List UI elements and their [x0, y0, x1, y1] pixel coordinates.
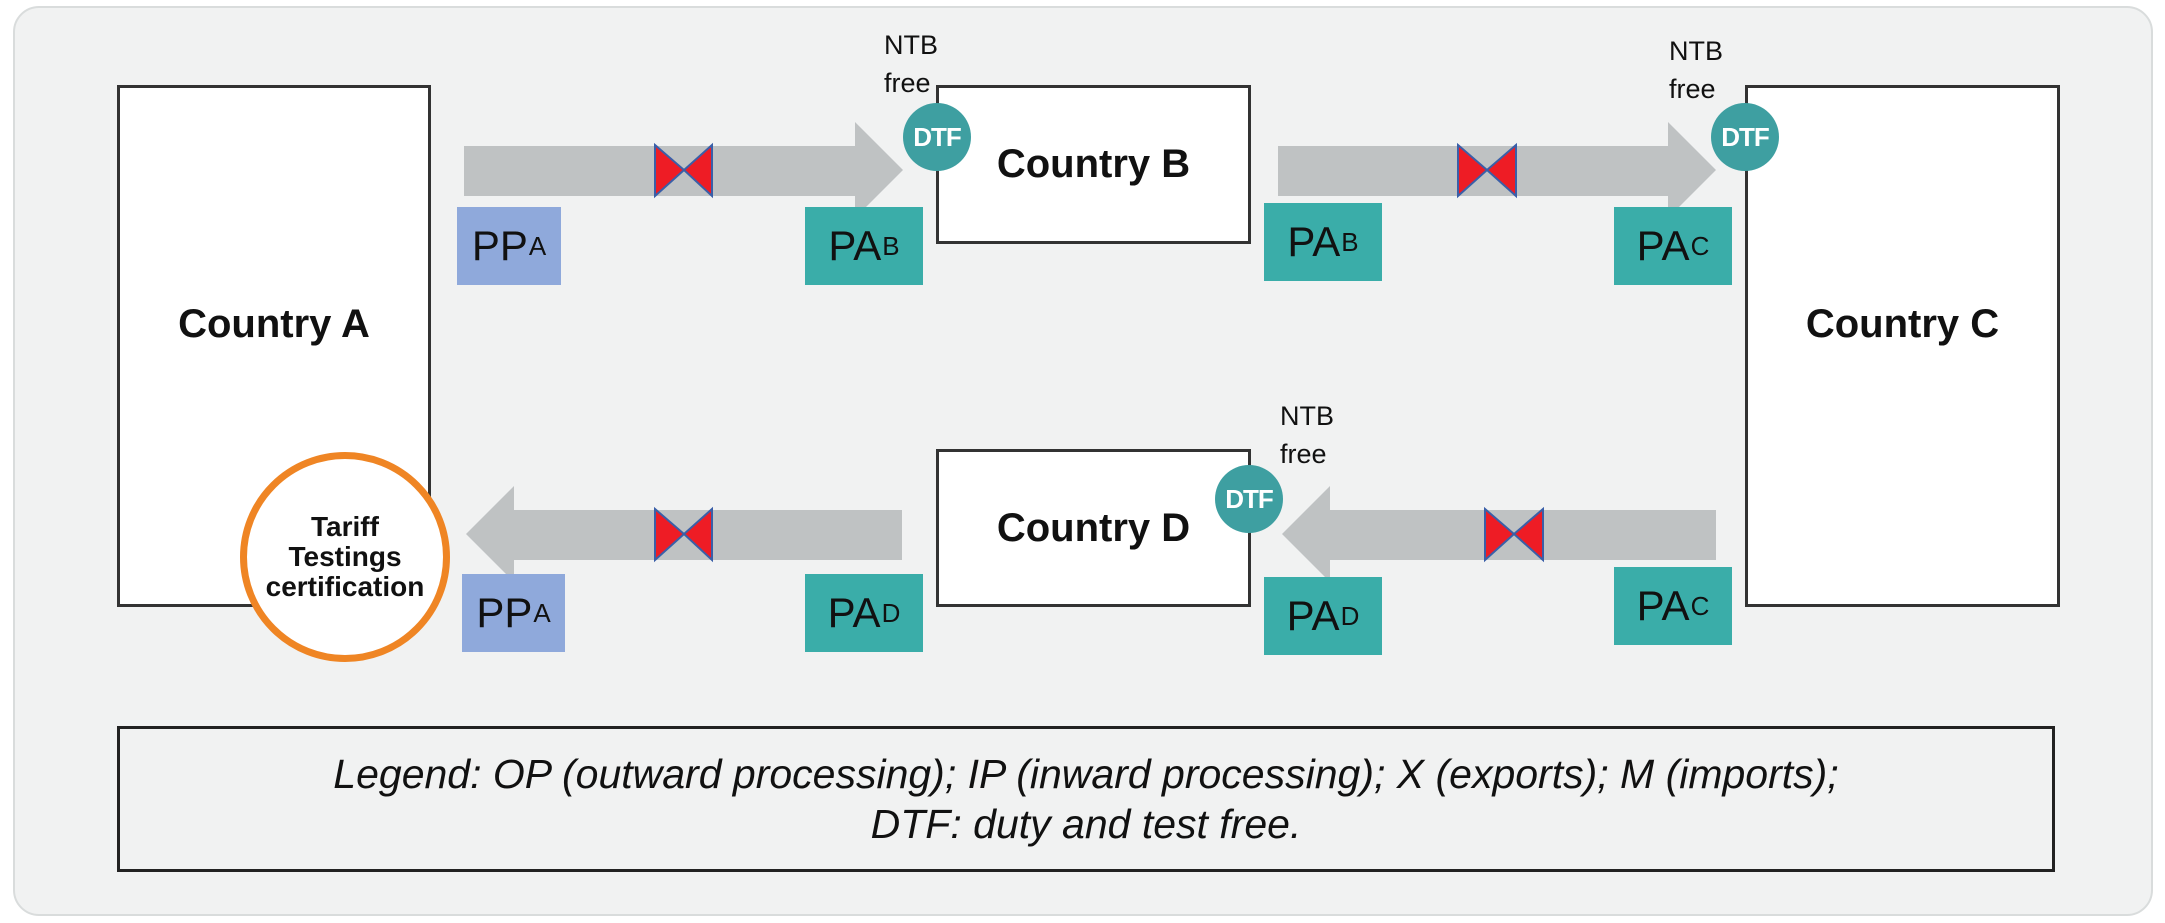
country-b-label: Country B [996, 142, 1191, 186]
tariff-testings-certification-circle: Tariff Testings certification [240, 452, 450, 662]
country-b-box: Country B [936, 85, 1251, 244]
ntb-free-label-d: NTB free [1280, 401, 1334, 469]
ntb-free-label-b: NTB free [884, 30, 938, 98]
tariff-line-1: Tariff [311, 511, 379, 542]
barrier-icon [1484, 506, 1544, 563]
tariff-line-3: certification [265, 571, 425, 602]
barrier-icon [1457, 142, 1517, 199]
country-c-label: Country C [1805, 301, 2000, 346]
country-a-label: Country A [178, 301, 370, 346]
legend-box: Legend: OP (outward processing); IP (inw… [117, 726, 2055, 872]
country-d-label: Country D [996, 505, 1191, 550]
barrier-icon [654, 506, 713, 563]
barrier-icon [654, 142, 713, 199]
legend-line-2: DTF: duty and test free. [870, 801, 1302, 847]
country-c-box: Country C [1745, 85, 2060, 607]
dtf-badge-country-b: DTF [903, 103, 971, 171]
country-d-box: Country D [936, 449, 1251, 607]
dtf-badge-country-c: DTF [1711, 103, 1779, 171]
tariff-line-2: Testings [288, 541, 402, 572]
ntb-free-label-c: NTB free [1669, 36, 1723, 104]
dtf-badge-country-d: DTF [1215, 465, 1283, 533]
legend-line-1: Legend: OP (outward processing); IP (inw… [333, 751, 1839, 797]
